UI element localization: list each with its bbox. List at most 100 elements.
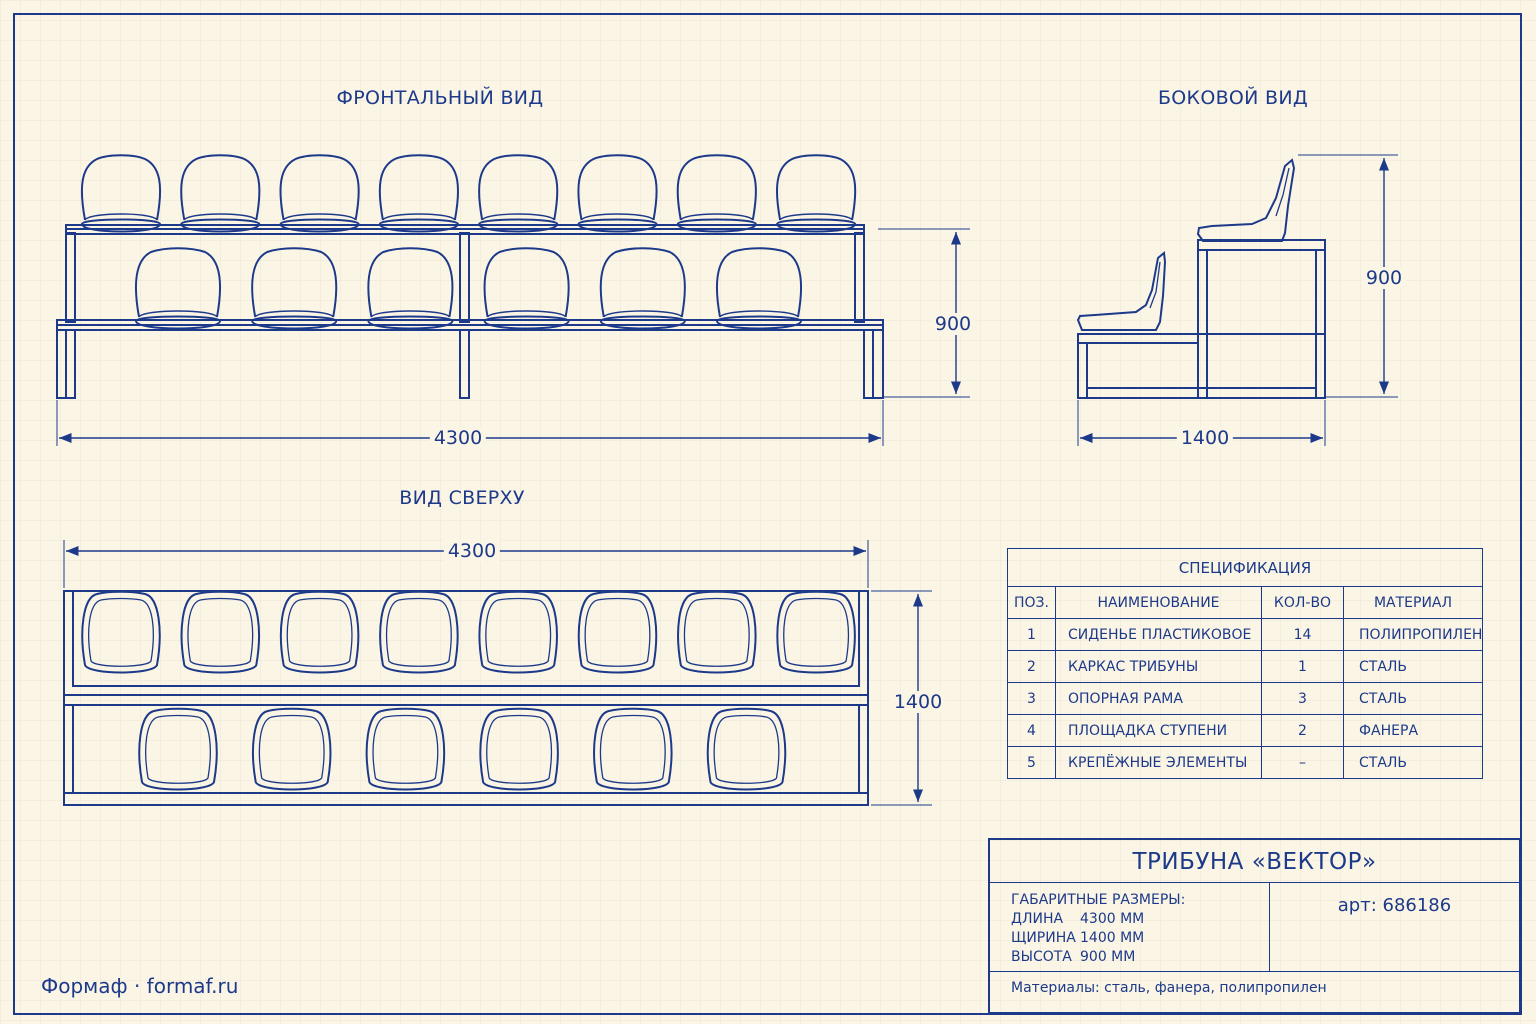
materials-note: Материалы: сталь, фанера, полипропилен [1011, 980, 1327, 996]
front-view [56, 154, 970, 446]
dims-height-row: ВЫСОТА 900 ММ [1011, 948, 1269, 967]
spec-name: ПЛОЩАДКА СТУПЕНИ [1055, 714, 1262, 747]
spec-material: ПОЛИПРОПИЛЕН [1343, 618, 1483, 651]
spec-row: 5 КРЕПЁЖНЫЕ ЭЛЕМЕНТЫ – СТАЛЬ [1007, 746, 1483, 779]
article-number: арт: 686186 [1270, 882, 1519, 972]
side-rear-post [1315, 249, 1326, 399]
specification-table: СПЕЦИФИКАЦИЯ ПОЗ. НАИМЕНОВАНИЕ КОЛ-ВО МА… [1007, 548, 1483, 779]
dim-top-length-label: 4300 [443, 540, 501, 562]
side-upper-seat-inner [1275, 167, 1290, 217]
spec-pos: 2 [1007, 650, 1056, 683]
spec-name: КРЕПЁЖНЫЕ ЭЛЕМЕНТЫ [1055, 746, 1262, 779]
spec-row: 2 КАРКАС ТРИБУНЫ 1 СТАЛЬ [1007, 650, 1483, 683]
spec-material: СТАЛЬ [1343, 650, 1483, 683]
spec-material: ФАНЕРА [1343, 714, 1483, 747]
height-value: 900 ММ [1080, 949, 1136, 965]
spec-qty: 2 [1261, 714, 1344, 747]
spec-header-name: НАИМЕНОВАНИЕ [1055, 586, 1262, 619]
spec-material: СТАЛЬ [1343, 682, 1483, 715]
leg-mid [459, 329, 470, 399]
side-lower-seat-inner [1149, 261, 1161, 309]
length-label: ДЛИНА [1011, 911, 1064, 927]
spec-name: ОПОРНАЯ РАМА [1055, 682, 1262, 715]
spec-name: СИДЕНЬЕ ПЛАСТИКОВОЕ [1055, 618, 1262, 651]
side-upper-seat [1196, 158, 1296, 242]
dims-label: ГАБАРИТНЫЕ РАЗМЕРЫ: [1011, 892, 1186, 908]
seat-top [776, 590, 856, 674]
height-label: ВЫСОТА [1011, 949, 1072, 965]
spec-pos: 4 [1007, 714, 1056, 747]
dim-top-width-label: 1400 [889, 691, 947, 713]
seat-top [479, 707, 559, 791]
top-view-title: ВИД СВЕРХУ [399, 487, 525, 509]
seat-top [81, 590, 161, 674]
spec-row: 3 ОПОРНАЯ РАМА 3 СТАЛЬ [1007, 682, 1483, 715]
spec-header-row: ПОЗ. НАИМЕНОВАНИЕ КОЛ-ВО МАТЕРИАЛ [1007, 586, 1483, 619]
top-view [63, 540, 932, 806]
sheet-border [13, 13, 1522, 1015]
spec-qty: 1 [1261, 650, 1344, 683]
spec-pos: 3 [1007, 682, 1056, 715]
side-upper-post [1197, 249, 1208, 399]
front-lower-seats [134, 247, 803, 330]
seat-top [706, 707, 787, 791]
upper-post-left [65, 232, 76, 323]
spec-caption: СПЕЦИФИКАЦИЯ [1007, 548, 1483, 587]
seat-top [279, 590, 360, 674]
spec-header-qty: КОЛ-ВО [1261, 586, 1344, 619]
seat-front [715, 247, 803, 330]
spec-header-pos: ПОЗ. [1007, 586, 1056, 619]
upper-post-mid [459, 232, 470, 323]
top-upper-row-frame [72, 590, 860, 687]
spec-header-material: МАТЕРИАЛ [1343, 586, 1483, 619]
dim-front-length-label: 4300 [429, 427, 487, 449]
seat-front [599, 247, 686, 330]
seat-top [379, 590, 459, 674]
top-lower-seats [138, 707, 787, 791]
dim-side-height-label: 900 [1361, 267, 1407, 289]
leg-right [872, 329, 884, 399]
spec-row: 1 СИДЕНЬЕ ПЛАСТИКОВОЕ 14 ПОЛИПРОПИЛЕН [1007, 618, 1483, 651]
upper-post-right [854, 232, 865, 323]
seat-top [677, 590, 757, 674]
width-value: 1400 ММ [1080, 930, 1145, 946]
seat-top [577, 590, 658, 674]
spec-material: СТАЛЬ [1343, 746, 1483, 779]
leg-left-inner [65, 329, 76, 399]
seat-front [251, 247, 338, 330]
product-title: ТРИБУНА «ВЕКТОР» [990, 840, 1519, 883]
side-lower-seat [1076, 251, 1167, 331]
dim-front-height-label: 900 [930, 313, 976, 335]
top-mid-rail [63, 694, 869, 706]
dims-length-row: ДЛИНА 4300 ММ [1011, 910, 1269, 929]
side-lower-leg [1077, 342, 1088, 399]
spec-qty: 14 [1261, 618, 1344, 651]
spec-qty: – [1261, 746, 1344, 779]
front-view-title: ФРОНТАЛЬНЫЙ ВИД [336, 87, 544, 109]
width-label: ЩИРИНА [1011, 930, 1076, 946]
spec-pos: 1 [1007, 618, 1056, 651]
side-view-title: БОКОВОЙ ВИД [1157, 87, 1309, 109]
top-upper-seats [81, 590, 856, 674]
spec-pos: 5 [1007, 746, 1056, 779]
spec-name: КАРКАС ТРИБУНЫ [1055, 650, 1262, 683]
seat-front [367, 247, 454, 330]
brand-footer: Формаф · formaf.ru [41, 974, 239, 998]
seat-top [252, 707, 332, 791]
seat-top [138, 707, 218, 791]
spec-qty: 3 [1261, 682, 1344, 715]
length-value: 4300 ММ [1080, 911, 1145, 927]
dim-side-width-label: 1400 [1176, 427, 1234, 449]
seat-front [483, 247, 570, 330]
seat-top [180, 590, 260, 674]
seat-front [134, 247, 222, 330]
seat-top [478, 590, 558, 674]
seat-top [365, 707, 446, 791]
title-block: ТРИБУНА «ВЕКТОР» ГАБАРИТНЫЕ РАЗМЕРЫ: ДЛИ… [988, 838, 1521, 1014]
spec-row: 4 ПЛОЩАДКА СТУПЕНИ 2 ФАНЕРА [1007, 714, 1483, 747]
seat-top [593, 707, 673, 791]
